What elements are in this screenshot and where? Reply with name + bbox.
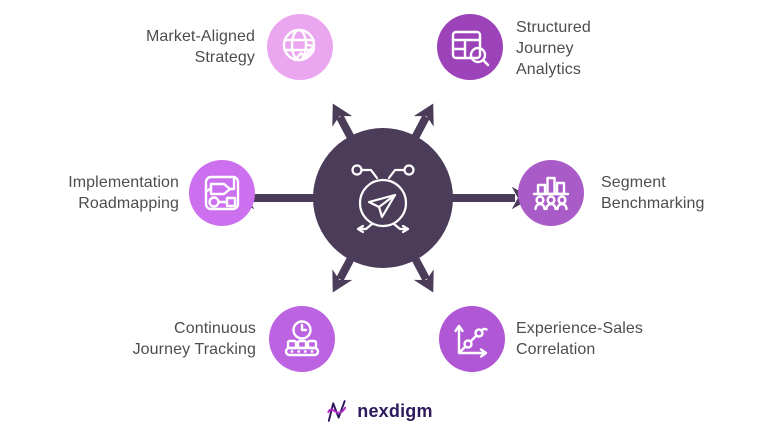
logo: nexdigm [0,399,757,423]
correlation-chart-icon [454,324,488,358]
label-market-aligned-strategy: Market-Aligned Strategy [145,28,255,66]
icon-circle [267,14,333,80]
nexdigm-logo-icon [327,400,347,422]
table-search-icon [451,30,490,67]
bar-chart-people-icon [532,176,570,211]
network-navigation-icon [351,164,415,234]
spoke-icon-market-aligned-strategy [267,14,333,80]
label-implementation-roadmapping: Implementation Roadmapping [68,174,179,212]
label-experience-sales-correlation: Experience-Sales Correlation [516,320,643,358]
label-structured-journey-analytics: Structured Journey Analytics [516,19,591,78]
spoke-icon-experience-sales-correlation [439,306,505,372]
logo-wordmark: nexdigm [357,400,433,421]
spoke-icon-implementation-roadmapping [189,160,255,226]
spoke-icon-structured-journey-analytics [437,14,503,80]
icon-circle [437,14,503,80]
clock-conveyor-icon [284,320,320,357]
spoke-icon-continuous-journey-tracking [269,306,335,372]
roadmap-icon [204,175,240,211]
label-continuous-journey-tracking: Continuous Journey Tracking [132,320,256,358]
hub-arrows-graphic [228,88,538,308]
globe-growth-icon [282,28,316,62]
spoke-icon-segment-benchmarking [518,160,584,226]
label-segment-benchmarking: Segment Benchmarking [601,174,705,212]
